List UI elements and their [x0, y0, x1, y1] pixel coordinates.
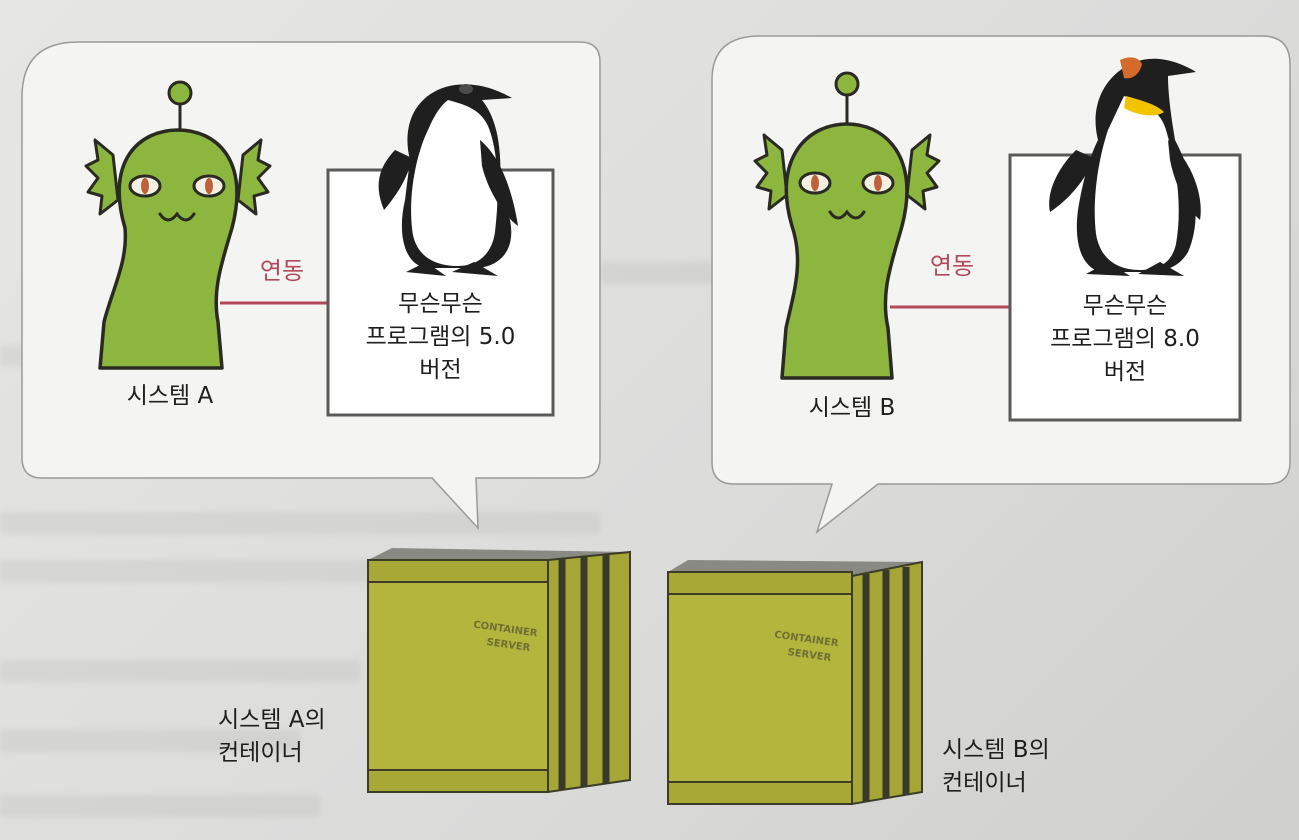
link-label-right: 연동	[929, 252, 975, 280]
alien-icon	[753, 71, 941, 380]
container-crate-a: CONTAINER SERVER	[367, 548, 631, 794]
container-b-line2: 컨테이너	[942, 770, 1027, 796]
container-crate-b: CONTAINER SERVER	[667, 560, 923, 806]
program-label-left: 무슨무슨 프로그램의 5.0 버전	[328, 288, 553, 387]
program-line3-left: 버전	[419, 357, 462, 383]
system-b-label: 시스템 B	[808, 395, 896, 421]
program-line2-left: 프로그램의 5.0	[365, 324, 516, 350]
container-a-label: 시스템 A의 컨테이너	[218, 704, 378, 770]
alien-icon	[84, 80, 272, 370]
container-b-line1: 시스템 B의	[942, 737, 1050, 763]
penguin-icon	[378, 84, 518, 276]
program-label-right: 무슨무슨 프로그램의 8.0 버전	[1010, 290, 1240, 389]
program-line3-right: 버전	[1103, 359, 1147, 385]
program-line2-right: 프로그램의 8.0	[1050, 326, 1200, 352]
system-a-label: 시스템 A	[126, 383, 214, 409]
container-b-label: 시스템 B의 컨테이너	[942, 734, 1102, 800]
link-label-left: 연동	[259, 257, 305, 285]
king-penguin-icon	[1049, 57, 1201, 276]
container-a-line1: 시스템 A의	[218, 707, 326, 733]
program-line1-left: 무슨무슨	[398, 291, 483, 317]
container-a-line2: 컨테이너	[218, 740, 303, 766]
program-line1-right: 무슨무슨	[1082, 293, 1168, 319]
